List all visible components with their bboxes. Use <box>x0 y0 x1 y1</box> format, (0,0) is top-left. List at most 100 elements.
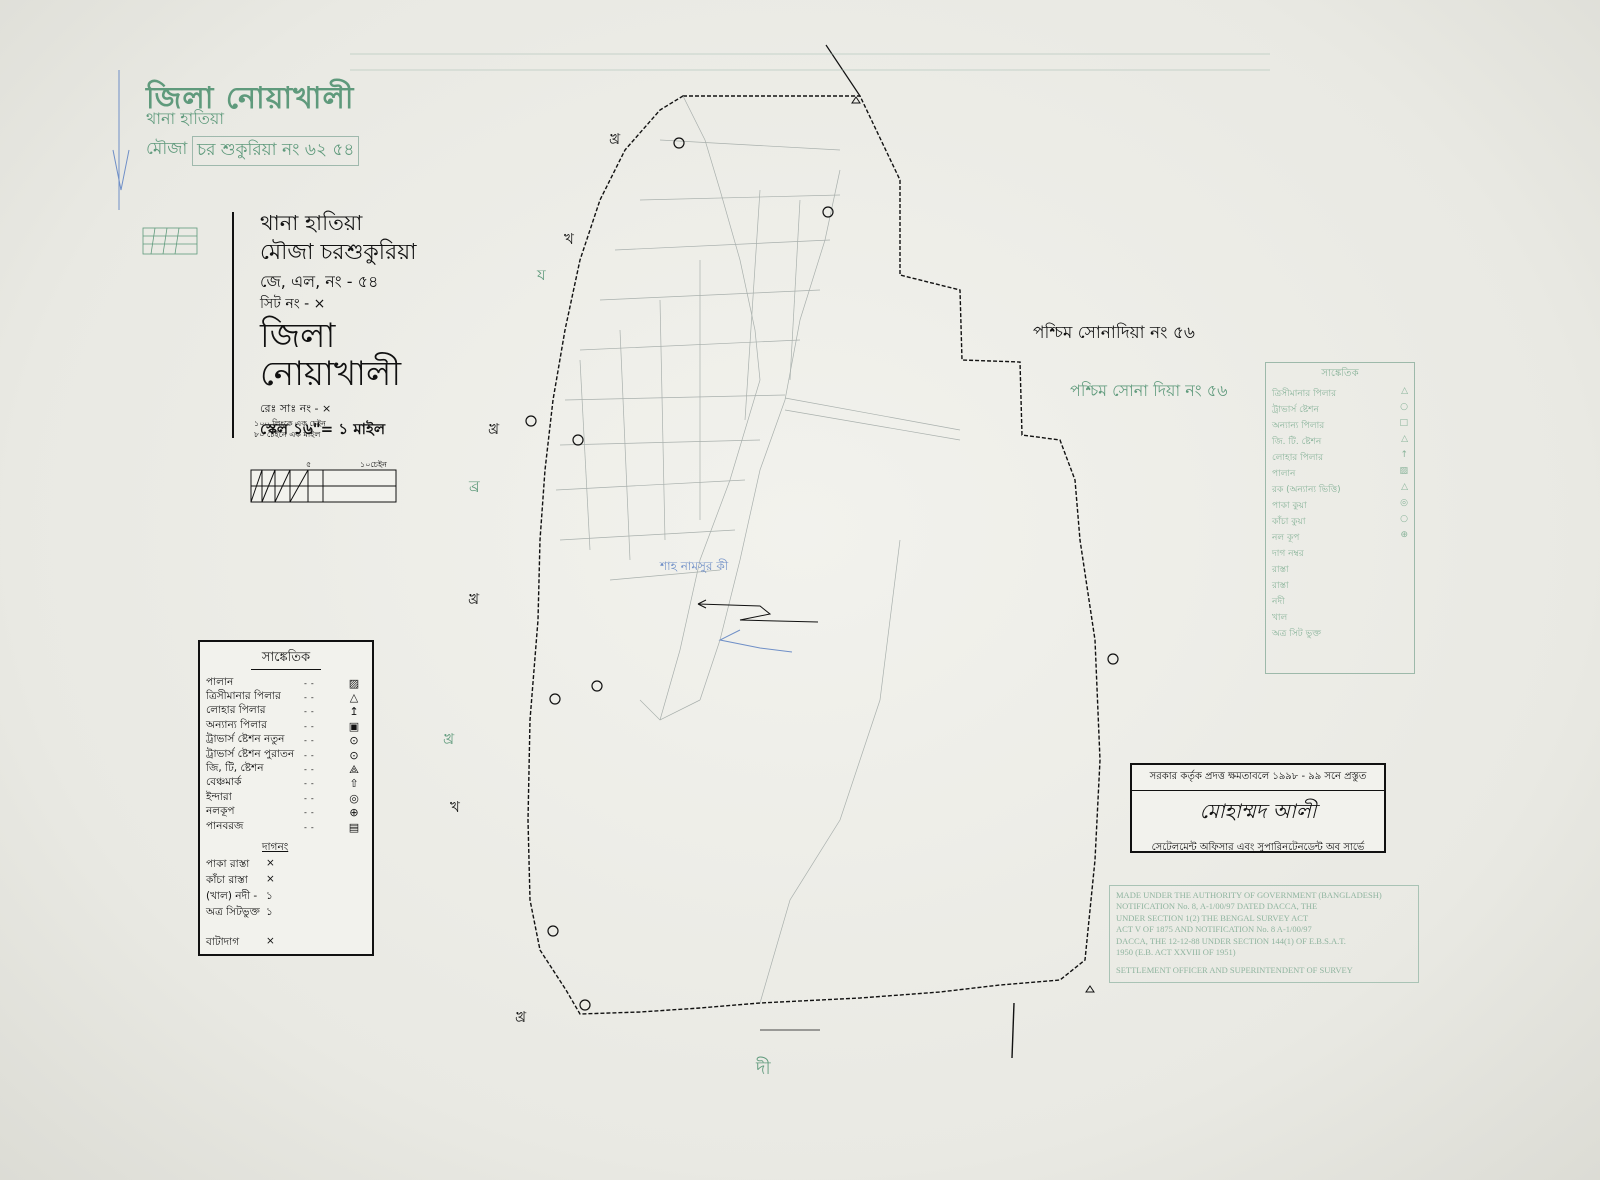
scale-bar-label-end: ১০চেইন <box>360 460 387 469</box>
legend-row: বেঞ্চমার্ক--⇧ <box>200 776 372 791</box>
legend-row: নলকূপ--⊕ <box>200 805 372 820</box>
chain-note-1: ১০০ লিংকে এক চেইন <box>254 419 326 428</box>
legend2-label: অত্র সিটভুক্ত <box>206 906 260 919</box>
english-note-line: 1950 (E.B. ACT XXVIII OF 1951) <box>1116 947 1236 958</box>
legend-row: পালান--▨ <box>200 676 372 690</box>
direction-mark: খ <box>564 230 574 248</box>
right-legend-row: অত্র সিট ভুক্ত <box>1266 626 1414 642</box>
right-legend-row: জি. টি. ষ্টেশন △ <box>1266 434 1414 450</box>
legend-subheading: দাগনং <box>262 841 289 854</box>
english-note-line: MADE UNDER THE AUTHORITY OF GOVERNMENT (… <box>1116 890 1382 900</box>
legend-box: সাঙ্কেতিক পালান--▨ ত্রিসীমানার পিলার--△ … <box>198 640 374 956</box>
right-legend-label: রাস্তা <box>1272 581 1289 591</box>
legend-items: পালান--▨ ত্রিসীমানার পিলার--△ লোহার পিলা… <box>200 676 372 834</box>
boundary-line-north <box>825 44 861 97</box>
right-legend-row: নদী <box>1266 594 1414 610</box>
legend2-label: বাটাদাগ <box>206 936 240 949</box>
legend-symbol: ⟁ <box>349 762 359 776</box>
legend-symbol: ↥ <box>349 705 359 719</box>
certificate-bottom: সেটেলমেন্ট অফিসার এবং সুপারিনটেনডেন্ট অব… <box>1151 842 1365 853</box>
right-legend-row: নল কূপ ⊕ <box>1266 530 1414 546</box>
right-legend-label: জি. টি. ষ্টেশন <box>1272 437 1322 447</box>
title-mouza: মৌজা চরশুকুরিয়া <box>260 240 417 266</box>
legend2-label: পাকা রাস্তা <box>206 858 250 871</box>
title-sheet-no: সিট নং - × <box>260 295 326 312</box>
title-block: থানা হাতিয়া মৌজা চরশুকুরিয়া জে, এল, নং… <box>232 211 470 438</box>
right-legend-row: ট্রাভার্স ষ্টেশন○ <box>1266 402 1414 418</box>
legend-title: সাঙ্কেতিক <box>251 648 321 670</box>
canal-arrow-blue <box>718 629 793 653</box>
legend2-value: ১ <box>266 890 273 903</box>
legend-row: জি, টি, ষ্টেশন--⟁ <box>200 762 372 776</box>
right-legend-symbol: ⊕ <box>1400 530 1408 540</box>
right-legend-row: পালান▨ <box>1266 466 1414 482</box>
legend-symbol: ▣ <box>348 719 360 733</box>
right-legend-label: পাকা কুয়া <box>1272 501 1307 511</box>
right-legend-row: রক (অন্যান্য ভিত্তি) △ <box>1266 482 1414 498</box>
right-legend-label: নল কূপ <box>1272 533 1300 543</box>
triangle-marks <box>851 96 1095 993</box>
title-district: জিলা নোয়াখালী <box>260 316 402 394</box>
english-note-line: SETTLEMENT OFFICER AND SUPERINTENDENT OF… <box>1116 964 1353 975</box>
legend-row: ট্রাভার্স ষ্টেশন পুরাতন--⊙ <box>200 748 372 762</box>
direction-mark: খ্র <box>468 590 480 608</box>
english-note-line: DACCA, THE 12-12-88 UNDER SECTION 144(1)… <box>1116 935 1346 946</box>
direction-mark: য <box>537 266 546 284</box>
legend-row2: বাটাদাগ× <box>200 935 372 951</box>
header-district-title: জিলা নোয়াখালী <box>146 81 355 116</box>
right-legend-box: সাঙ্কেতিক ত্রিসীমানার পিলার△ ট্রাভার্স ষ… <box>1265 362 1415 674</box>
direction-mark: খ <box>450 798 460 816</box>
english-authority-note: MADE UNDER THE AUTHORITY OF GOVERNMENT (… <box>1109 885 1419 983</box>
legend-label: পালান <box>206 675 234 688</box>
right-legend-label: রাস্তা <box>1272 565 1289 575</box>
right-legend-symbol: △ <box>1401 482 1408 492</box>
legend-symbol: ⊕ <box>349 806 359 820</box>
canal-arrows <box>697 599 819 623</box>
right-legend-row: পাকা কুয়া◎ <box>1266 498 1414 514</box>
legend-label: নলকূপ <box>206 805 235 818</box>
legend-label: অন্যান্য পিলার <box>206 718 267 731</box>
canal-label: শাহ নামসুর কী <box>660 559 729 573</box>
certificate-signature: মোহাম্মদ আলী <box>1199 799 1317 823</box>
direction-mark: খ্র <box>515 1008 527 1026</box>
header-hatch <box>142 227 198 255</box>
plot-lines <box>555 95 961 1004</box>
right-legend-symbol: ▨ <box>1399 466 1408 476</box>
right-legend-symbol: △ <box>1401 434 1408 444</box>
legend-row: ইন্দারা--◎ <box>200 791 372 805</box>
legend-symbol: △ <box>349 691 359 705</box>
scale-bar <box>250 469 397 503</box>
legend-label: ইন্দারা <box>206 790 232 803</box>
legend-symbol: ▤ <box>348 820 360 834</box>
right-legend-label: রক (অন্যান্য ভিত্তি) <box>1272 485 1341 495</box>
legend-row: লোহার পিলার--↥ <box>200 704 372 719</box>
title-thana: থানা হাতিয়া <box>260 211 363 235</box>
legend-label: ট্রাভার্স ষ্টেশন পুরাতন <box>206 747 295 760</box>
top-margin-ruling <box>350 53 1270 71</box>
direction-mark: খ্র <box>609 130 621 148</box>
right-legend-label: লোহার পিলার <box>1272 453 1324 463</box>
header-thana: থানা হাতিয়া <box>146 109 224 128</box>
legend-symbol: ⊙ <box>349 734 359 748</box>
right-legend-row: দাগ নম্বর <box>1266 546 1414 562</box>
right-legend-label: দাগ নম্বর <box>1272 549 1304 559</box>
english-note-line: NOTIFICATION No. 8, A-1/00/97 DATED DACC… <box>1116 901 1318 912</box>
legend-row2: পাকা রাস্তা× <box>200 857 372 873</box>
english-note-line: UNDER SECTION 1(2) THE BENGAL SURVEY ACT <box>1116 912 1309 923</box>
right-legend-label: খাল <box>1272 613 1288 623</box>
certificate-box: সরকার কর্তৃক প্রদত্ত ক্ষমতাবলে ১৯৯৮ - ৯৯… <box>1130 763 1386 853</box>
header-mouza-label: মৌজা <box>146 139 188 159</box>
right-legend-row: রাস্তা <box>1266 578 1414 594</box>
right-legend-symbol: △ <box>1401 386 1408 396</box>
legend-label: ট্রাভার্স ষ্টেশন নতুন <box>206 733 285 746</box>
header-marks <box>112 70 130 210</box>
legend-row: পানবরজ--▤ <box>200 820 372 834</box>
direction-mark: খ্র <box>488 420 500 438</box>
right-legend-row: ত্রিসীমানার পিলার△ <box>1266 386 1414 402</box>
legend2-label: (খাল) নদী - <box>206 890 258 903</box>
neighbor-label-south: দী <box>756 1058 771 1079</box>
title-rev-no: রেঃ সাঃ নং - × <box>260 402 332 416</box>
right-legend-row: রাস্তা <box>1266 562 1414 578</box>
